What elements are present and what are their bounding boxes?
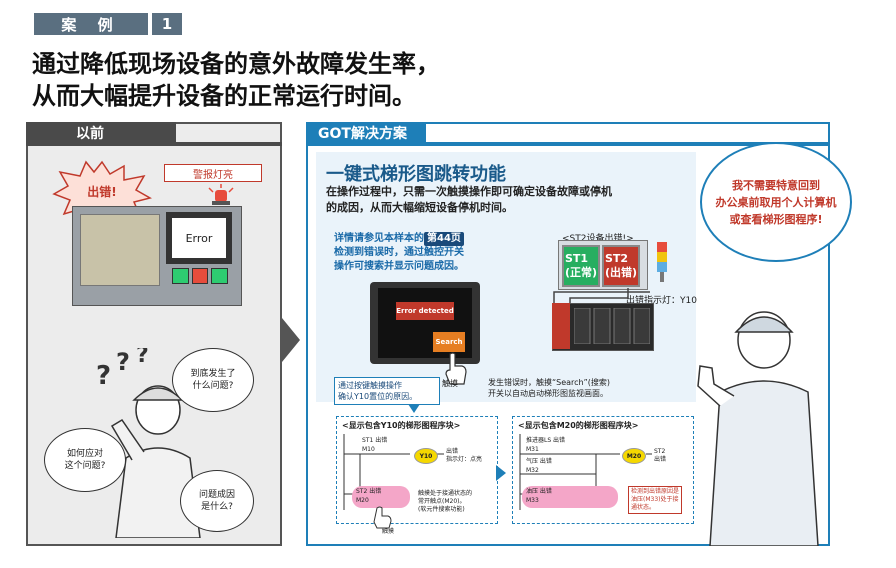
- alarm-lamp-icon: [208, 184, 234, 205]
- error-detected-banner: Error detected: [396, 302, 454, 320]
- case-number: 1: [152, 13, 182, 35]
- ladder2-r1-label: 推进器LS 出错: [526, 437, 566, 444]
- reference-note: 详情请参见本样本的第44页 检测到错误时，通过触控开关 操作可搜索并显示问题成因…: [334, 232, 464, 272]
- ladder1-m20-contact[interactable]: M20: [356, 497, 369, 504]
- callout-confirm-cause: 通过按键触摸操作 确认Y10置位的原因。: [334, 377, 440, 405]
- case-label: 案 例: [34, 13, 148, 35]
- bubble-what-happened: 到底发生了 什么问题?: [172, 348, 254, 412]
- ladder-block-m20-title: <显示包含M20的梯形图程序块>: [518, 421, 639, 430]
- plc-modules: [574, 308, 650, 344]
- ladder1-coil-note: 出错 指示灯：点亮: [446, 448, 483, 463]
- ladder1-note: 触摸处于接通状态的 常开触点(M20)。 (软元件搜索功能): [418, 490, 473, 513]
- svg-text:?: ?: [96, 361, 111, 391]
- touch-hand-icon-2: [373, 506, 392, 529]
- ladder2-m32: M32: [526, 467, 539, 474]
- plc-cpu-module: [552, 303, 570, 349]
- ladder1-m10-label: M10: [362, 446, 375, 453]
- confused-worker-illustration: ? ? ?: [96, 348, 201, 538]
- error-burst-text: 出错!: [87, 184, 116, 199]
- before-tab: 以前: [26, 122, 176, 144]
- connection-lines: [553, 288, 650, 306]
- ladder2-r3-label: 油压 出错: [526, 488, 552, 495]
- svg-text:?: ?: [116, 348, 130, 376]
- down-arrow-icon: [408, 404, 420, 413]
- next-arrow-icon: [496, 465, 506, 481]
- search-button[interactable]: Search: [433, 332, 465, 352]
- touch-label-2: 触摸: [382, 528, 395, 535]
- ladder2-coil-m20: M20: [622, 448, 646, 464]
- st1-status-box: ST1 (正常): [562, 245, 600, 287]
- ladder2-r2-label: 气压 出错: [526, 458, 552, 465]
- solution-speech-bubble: 我不需要特意回到 办公桌前取用个人计算机 或查看梯形图程序!: [700, 142, 852, 262]
- error-screen: Error: [166, 212, 232, 264]
- ladder2-coil-note: ST2 出错: [654, 448, 667, 463]
- svg-text:?: ?: [136, 348, 149, 368]
- feature-title: 一键式梯形图跳转功能: [326, 164, 506, 185]
- headline-line-2: 从而大幅提升设备的正常运行时间。: [32, 82, 416, 110]
- bubble-how-to-respond: 如何应对 这个问题?: [44, 428, 126, 492]
- solution-tab: GOT解决方案: [306, 122, 426, 144]
- ladder1-st2-label: ST2 出错: [356, 488, 382, 495]
- search-explanation: 发生错误时，触摸“Search”(搜索) 开关以自动启动梯形图监视画面。: [488, 378, 611, 398]
- alarm-label: 警报灯亮: [164, 164, 262, 182]
- m33-highlight: [522, 486, 618, 508]
- page-ref-badge: 第44页: [424, 232, 464, 246]
- ladder2-m31: M31: [526, 446, 539, 453]
- happy-worker-illustration: [697, 311, 819, 546]
- machine-photo: [80, 214, 160, 286]
- ladder2-note: 检测到出错原因是 油压(M33)处于接 通状态。: [628, 486, 683, 514]
- st2-error-label: <ST2设备出错!>: [562, 234, 634, 244]
- m20-highlight: [352, 486, 410, 508]
- signal-tower-icon: [657, 242, 667, 282]
- st2-status-box: ST2 (出错): [602, 245, 640, 287]
- bubble-what-cause: 问题成因 是什么?: [180, 470, 254, 532]
- ladder-block-y10-title: <显示包含Y10的梯形图程序块>: [342, 421, 461, 430]
- ladder1-st1-label: ST1 出错: [362, 437, 388, 444]
- headline-line-1: 通过降低现场设备的意外故障发生率，: [32, 50, 440, 78]
- transition-arrow-icon: [282, 318, 300, 362]
- feature-description: 在操作过程中，只需一次触摸操作即可确定设备故障或停机 的成因，从而大幅缩短设备停…: [326, 185, 612, 214]
- touch-hand-icon: [445, 352, 467, 385]
- machine-buttons: [172, 268, 229, 284]
- ladder1-coil-y10: Y10: [414, 448, 438, 464]
- touch-label-1: 触摸: [442, 379, 458, 388]
- indicator-light-label: 出错指示灯：Y10: [626, 296, 697, 306]
- ladder2-m33: M33: [526, 497, 539, 504]
